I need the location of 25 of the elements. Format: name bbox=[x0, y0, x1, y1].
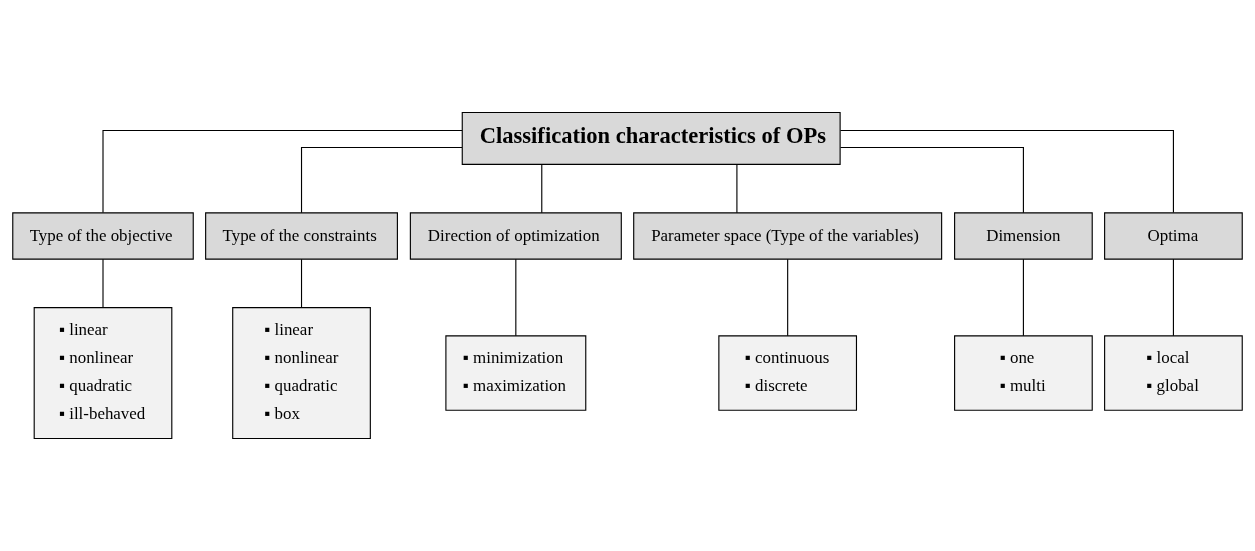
connector bbox=[787, 258, 789, 337]
node-box: Type of the constraints bbox=[205, 212, 398, 260]
node-box: ▪ linear ▪ nonlinear ▪ quadratic ▪ ill-behaved bbox=[33, 307, 173, 440]
node-box: Direction of optimization bbox=[409, 212, 622, 260]
connector bbox=[102, 130, 463, 214]
node-box: ▪ minimization ▪ maximization bbox=[445, 335, 587, 411]
connector bbox=[300, 258, 303, 308]
node-box: ▪ one ▪ multi bbox=[954, 335, 1093, 411]
connector bbox=[541, 164, 543, 214]
node-box: Dimension bbox=[954, 212, 1093, 260]
node-box: ▪ continuous ▪ discrete bbox=[718, 335, 858, 411]
connector bbox=[840, 146, 1024, 214]
node-box: Classification characteristics of OPs bbox=[461, 111, 841, 165]
node-box: Optima bbox=[1104, 212, 1243, 260]
connector bbox=[839, 130, 1174, 214]
node-box: ▪ local ▪ global bbox=[1104, 335, 1243, 411]
connector bbox=[102, 258, 104, 308]
connector bbox=[515, 258, 517, 337]
connector bbox=[300, 146, 463, 214]
connector bbox=[1172, 258, 1174, 337]
connector bbox=[1022, 258, 1024, 337]
connector bbox=[736, 164, 738, 214]
node-box: Type of the objective bbox=[12, 212, 194, 260]
node-box: Parameter space (Type of the variables) bbox=[633, 212, 943, 260]
node-box: ▪ linear ▪ nonlinear ▪ quadratic ▪ box bbox=[232, 307, 371, 440]
